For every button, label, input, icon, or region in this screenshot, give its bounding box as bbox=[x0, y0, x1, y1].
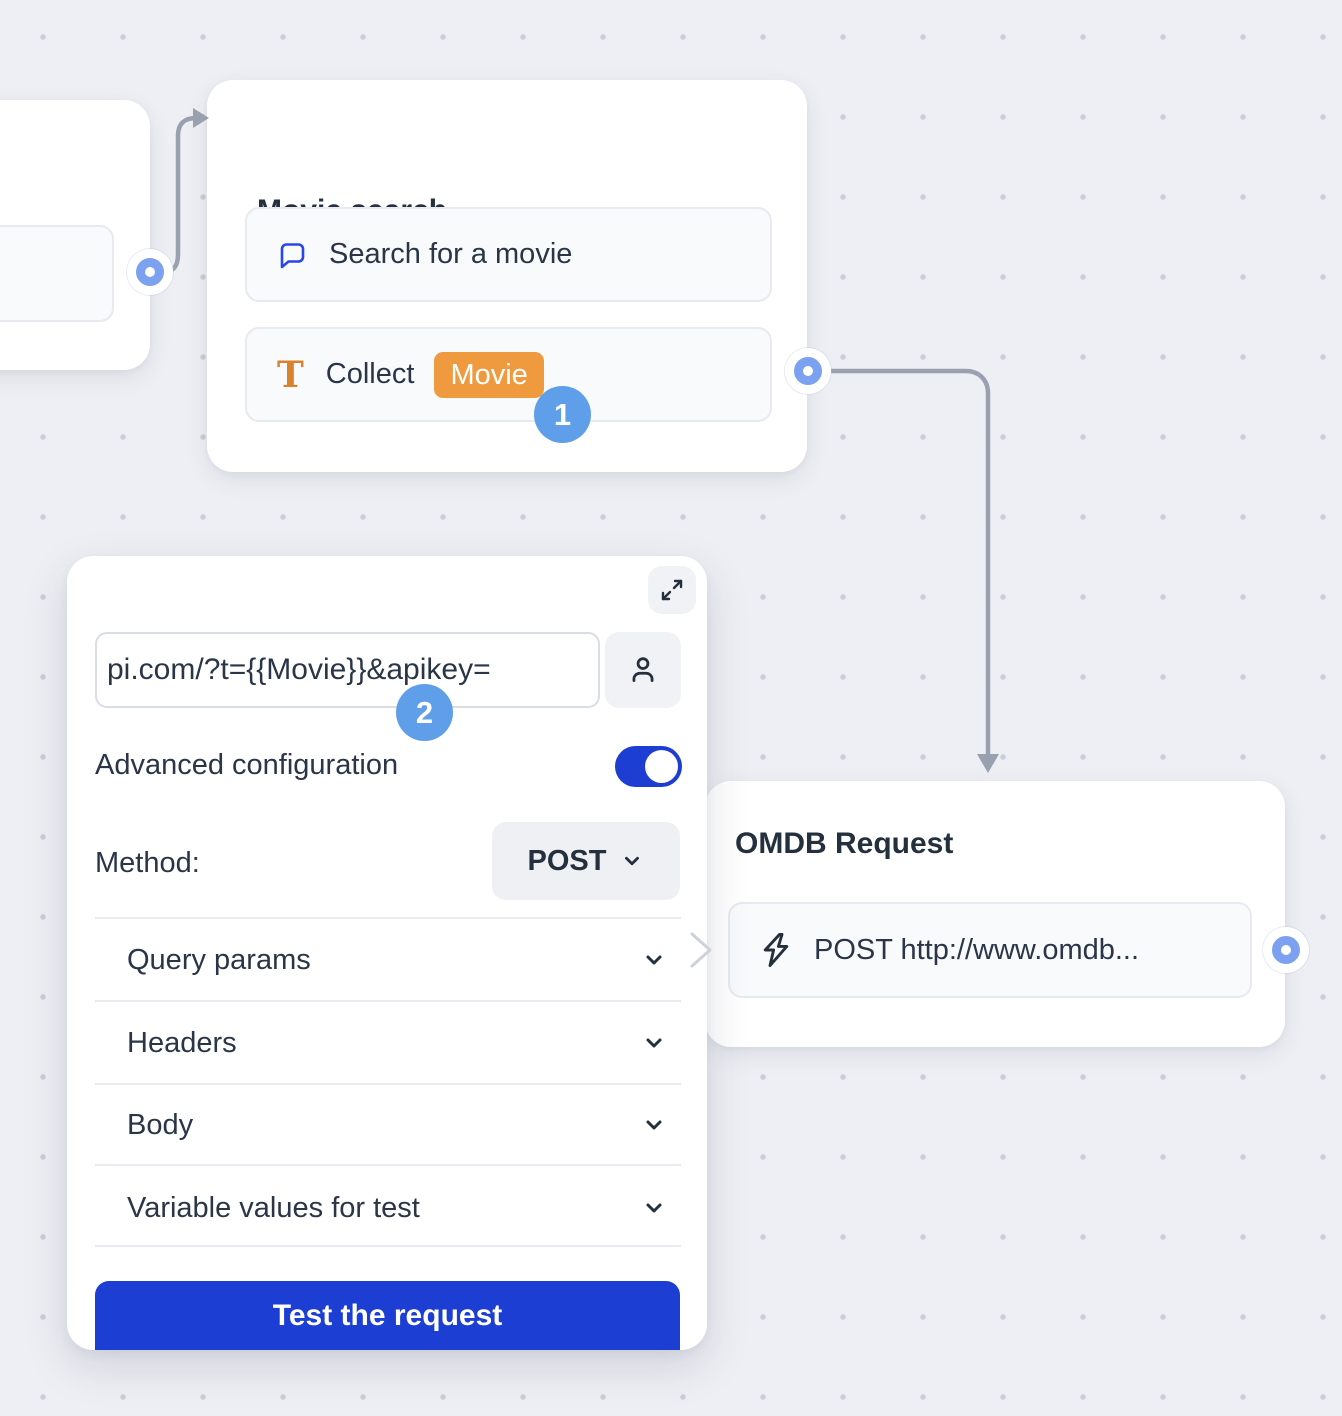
step-badge-1: 1 bbox=[534, 386, 591, 443]
section-variable-values[interactable]: Variable values for test bbox=[95, 1168, 681, 1248]
webhook-editor-panel: Advanced configuration Method: POST Quer… bbox=[67, 556, 707, 1350]
chevron-down-icon bbox=[625, 856, 640, 866]
node-title: OMDB Request bbox=[735, 827, 954, 860]
chevron-down-icon bbox=[646, 955, 662, 965]
node-item-collect[interactable]: T Collect Movie bbox=[245, 327, 772, 422]
advanced-configuration-toggle[interactable] bbox=[615, 746, 682, 787]
advanced-configuration-label: Advanced configuration bbox=[95, 749, 399, 781]
partial-node-card[interactable] bbox=[0, 100, 150, 370]
output-port[interactable] bbox=[136, 258, 164, 286]
method-label: Method: bbox=[95, 847, 200, 879]
partial-node-item[interactable] bbox=[0, 225, 114, 322]
variables-button[interactable] bbox=[605, 632, 681, 708]
method-value: POST bbox=[527, 844, 607, 877]
connector-arrowhead-down bbox=[977, 754, 999, 773]
output-port[interactable] bbox=[1272, 936, 1300, 964]
toggle-knob bbox=[645, 750, 678, 783]
node-item-label: Collect bbox=[325, 358, 415, 390]
section-body[interactable]: Body bbox=[95, 1085, 681, 1165]
chevron-down-icon bbox=[646, 1038, 662, 1048]
test-request-button[interactable]: Test the request bbox=[95, 1281, 680, 1350]
node-item-question[interactable]: Search for a movie bbox=[245, 207, 772, 302]
section-label: Headers bbox=[127, 1026, 237, 1059]
method-dropdown[interactable]: POST bbox=[492, 822, 680, 900]
panel-pointer-chevron bbox=[690, 932, 712, 968]
person-icon bbox=[632, 657, 654, 683]
node-item-webhook[interactable]: POST http://www.omdb... bbox=[728, 902, 1252, 998]
connector-into-movie-search bbox=[159, 115, 199, 275]
divider bbox=[95, 1164, 681, 1166]
section-label: Query params bbox=[127, 943, 311, 976]
divider bbox=[95, 1245, 681, 1247]
divider bbox=[95, 1083, 681, 1085]
section-label: Variable values for test bbox=[127, 1191, 420, 1224]
section-label: Body bbox=[127, 1108, 194, 1141]
node-movie-search[interactable]: Movie search Search for a movie T Collec… bbox=[207, 80, 807, 472]
output-port[interactable] bbox=[794, 357, 822, 385]
divider bbox=[95, 917, 681, 919]
section-headers[interactable]: Headers bbox=[95, 1003, 681, 1083]
expand-button[interactable] bbox=[648, 566, 696, 614]
chevron-down-icon bbox=[646, 1203, 662, 1213]
chevron-down-icon bbox=[646, 1120, 662, 1130]
section-query-params[interactable]: Query params bbox=[95, 920, 681, 1000]
node-item-label: POST http://www.omdb... bbox=[814, 933, 1140, 966]
variable-chip-movie[interactable]: Movie bbox=[434, 351, 544, 398]
text-collect-icon: T bbox=[277, 353, 304, 396]
connector-movie-to-omdb bbox=[819, 368, 991, 757]
lightning-icon bbox=[763, 932, 789, 968]
expand-diagonal-icon bbox=[661, 579, 683, 601]
step-badge-2: 2 bbox=[396, 684, 453, 741]
url-input[interactable] bbox=[95, 632, 600, 708]
node-item-label: Search for a movie bbox=[329, 238, 573, 270]
chat-bubble-icon bbox=[280, 242, 305, 268]
divider bbox=[95, 1000, 681, 1002]
node-omdb-request[interactable]: OMDB Request POST http://www.omdb... bbox=[705, 781, 1285, 1047]
